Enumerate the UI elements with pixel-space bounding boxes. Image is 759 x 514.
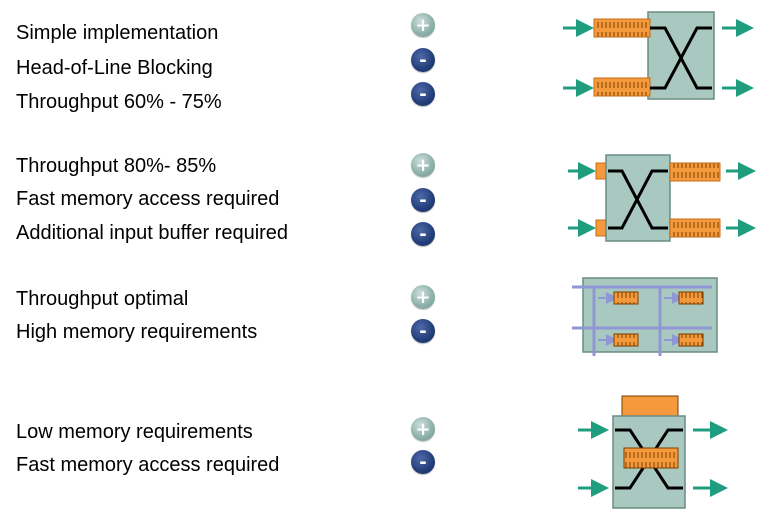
row1-con-throughput: Throughput 60% - 75%: [16, 91, 222, 113]
row2-con-additional-input-buffer: Additional input buffer required: [16, 222, 289, 244]
plus-circle-icon: +: [411, 417, 435, 441]
row1-pro-simple-implementation: Simple implementation: [16, 22, 219, 44]
row4-con-fast-memory-access: Fast memory access required: [16, 454, 280, 476]
crosspoint-buffered-switch-diagram: [572, 277, 718, 356]
row4-pro-low-memory: Low memory requirements: [16, 421, 253, 443]
minus-circle-icon: -: [411, 188, 435, 212]
row3-con-high-memory: High memory requirements: [16, 321, 258, 343]
row1-con-head-of-line-blocking: Head-of-Line Blocking: [16, 57, 213, 79]
output-queued-switch-diagram: [568, 154, 756, 242]
plus-circle-icon: +: [411, 153, 435, 177]
minus-circle-icon: -: [411, 48, 435, 72]
minus-circle-icon: -: [411, 319, 435, 343]
plus-circle-icon: +: [411, 285, 435, 309]
plus-circle-icon: +: [411, 13, 435, 37]
row2-con-fast-memory-access: Fast memory access required: [16, 188, 280, 210]
row3-pro-throughput-optimal: Throughput optimal: [16, 288, 189, 310]
minus-circle-icon: -: [411, 222, 435, 246]
minus-circle-icon: -: [411, 450, 435, 474]
shared-memory-switch-diagram: [578, 395, 728, 509]
input-queued-switch-diagram: [563, 11, 754, 100]
minus-circle-icon: -: [411, 82, 435, 106]
row2-pro-throughput: Throughput 80%- 85%: [16, 155, 217, 177]
